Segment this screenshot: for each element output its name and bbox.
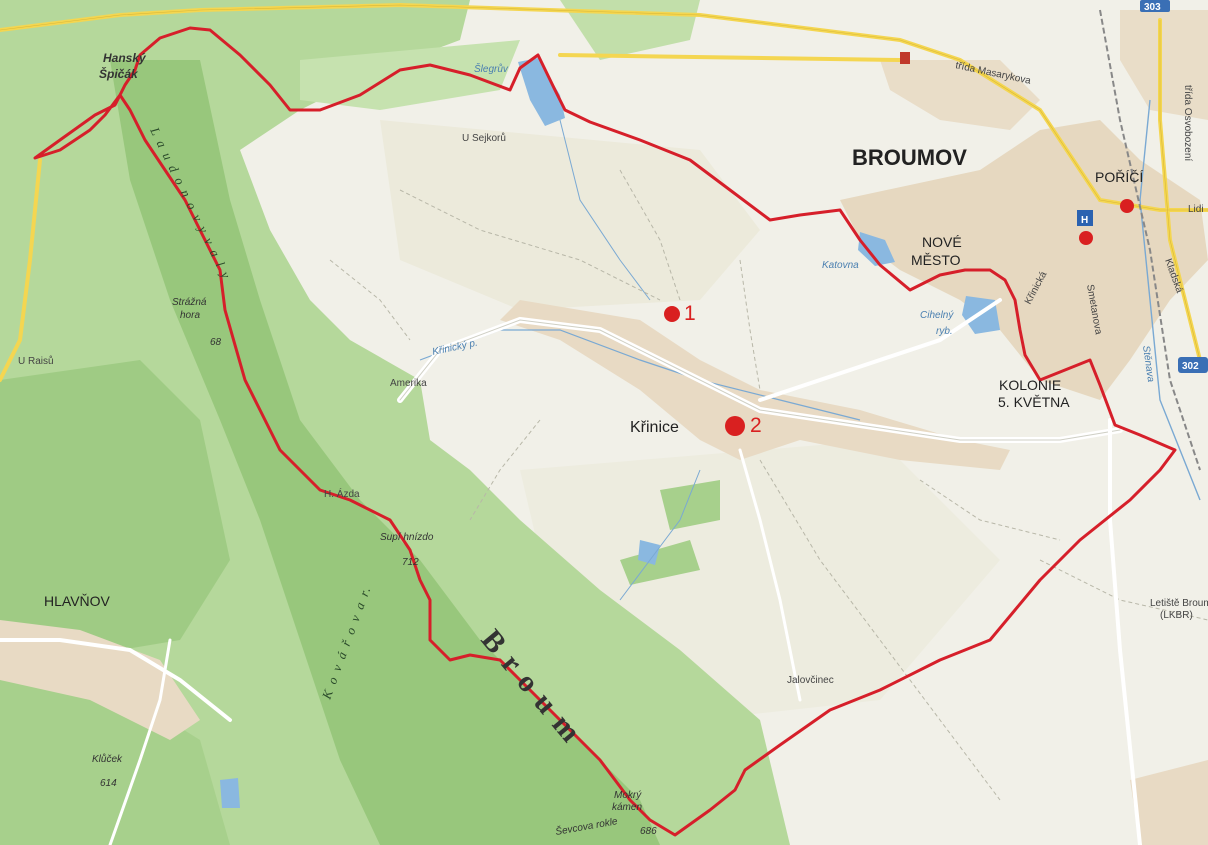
marker-2-label: 2 bbox=[750, 414, 762, 437]
local-roads bbox=[0, 298, 1142, 845]
water-steinava: Stěnava bbox=[1140, 345, 1156, 383]
urban-area bbox=[0, 620, 200, 740]
stream bbox=[619, 469, 701, 601]
label-lkbr: (LKBR) bbox=[1160, 610, 1193, 621]
water-katovna: Katovna bbox=[822, 260, 859, 271]
peak-mokry-2: kámen bbox=[612, 802, 642, 813]
marker-2[interactable] bbox=[725, 416, 745, 436]
route-line[interactable] bbox=[33, 26, 1177, 837]
stream bbox=[559, 119, 651, 301]
label-porici: POŘÍČÍ bbox=[1095, 169, 1143, 185]
urban-area bbox=[1130, 760, 1208, 845]
peak-68: 68 bbox=[210, 337, 222, 348]
road-badge-303 bbox=[1140, 0, 1170, 12]
marker-1[interactable] bbox=[664, 306, 680, 322]
label-u-raisu: U Raisů bbox=[18, 355, 54, 367]
forest-area bbox=[0, 360, 230, 660]
peak-supi: Supí hnízdo bbox=[380, 532, 434, 543]
peak-686: 686 bbox=[640, 826, 657, 837]
label-jalovcinec: Jalovčinec bbox=[787, 675, 834, 686]
pond-slegruv bbox=[518, 58, 565, 126]
forest-area bbox=[0, 680, 230, 845]
label-mesto: MĚSTO bbox=[911, 252, 961, 268]
water-cihelny: Cihelný bbox=[920, 310, 954, 321]
label-krinice: Křinice bbox=[630, 419, 679, 436]
field-area bbox=[380, 120, 760, 310]
label-nove: NOVÉ bbox=[922, 234, 962, 250]
label-letiste: Letiště Broum bbox=[1150, 598, 1208, 609]
label-kvetna: 5. KVĚTNA bbox=[998, 394, 1070, 410]
label-kolonie: KOLONIE bbox=[999, 377, 1061, 393]
peak-spicak-2: Špičák bbox=[99, 66, 139, 81]
pond-katovna bbox=[858, 232, 895, 266]
hospital-icon-label: H bbox=[1081, 215, 1088, 226]
forest-area bbox=[300, 40, 520, 110]
pond-small bbox=[220, 778, 240, 808]
water-slegruv: Šlegrův bbox=[474, 62, 509, 75]
pond-small bbox=[638, 540, 660, 565]
poi-icon bbox=[900, 52, 910, 64]
urban-area bbox=[840, 120, 1208, 400]
street-lidi: Lidi bbox=[1188, 204, 1204, 215]
urban-area bbox=[880, 60, 1040, 130]
label-hazda: H. Ázda bbox=[324, 487, 360, 500]
urban-area bbox=[1120, 10, 1208, 120]
peak-hora: hora bbox=[180, 310, 200, 321]
road-badge-302 bbox=[1178, 357, 1208, 373]
trail-paths bbox=[329, 169, 1208, 801]
main-roads-outline bbox=[0, 4, 1208, 361]
label-amerika: Amerika bbox=[390, 378, 427, 389]
label-hlavnov: HLAVŇOV bbox=[44, 593, 111, 609]
stream-steinava bbox=[1139, 99, 1201, 501]
peak-klucek: Klůček bbox=[92, 753, 123, 765]
poi-icon bbox=[1079, 231, 1093, 245]
peak-614: 614 bbox=[100, 778, 117, 789]
peak-mokry-1: Mokrý bbox=[614, 790, 642, 801]
peak-spicak-1: Hanský bbox=[103, 51, 147, 65]
peak-712: 712 bbox=[402, 557, 419, 568]
label-u-sejkoru: U Sejkorů bbox=[462, 132, 506, 144]
street-osvobozeni: třída Osvobození bbox=[1182, 85, 1193, 161]
label-broumov: BROUMOV bbox=[852, 145, 967, 170]
railway bbox=[1099, 9, 1201, 471]
forest-area bbox=[660, 480, 720, 530]
hospital-icon bbox=[1077, 210, 1093, 226]
water-ryb: ryb. bbox=[936, 326, 953, 337]
marker-1-label: 1 bbox=[684, 302, 696, 325]
road-badge-303-label: 303 bbox=[1144, 2, 1161, 13]
road-badge-302-label: 302 bbox=[1182, 361, 1199, 372]
peak-strazna: Strážná bbox=[172, 297, 207, 308]
poi-icon bbox=[1120, 199, 1134, 213]
